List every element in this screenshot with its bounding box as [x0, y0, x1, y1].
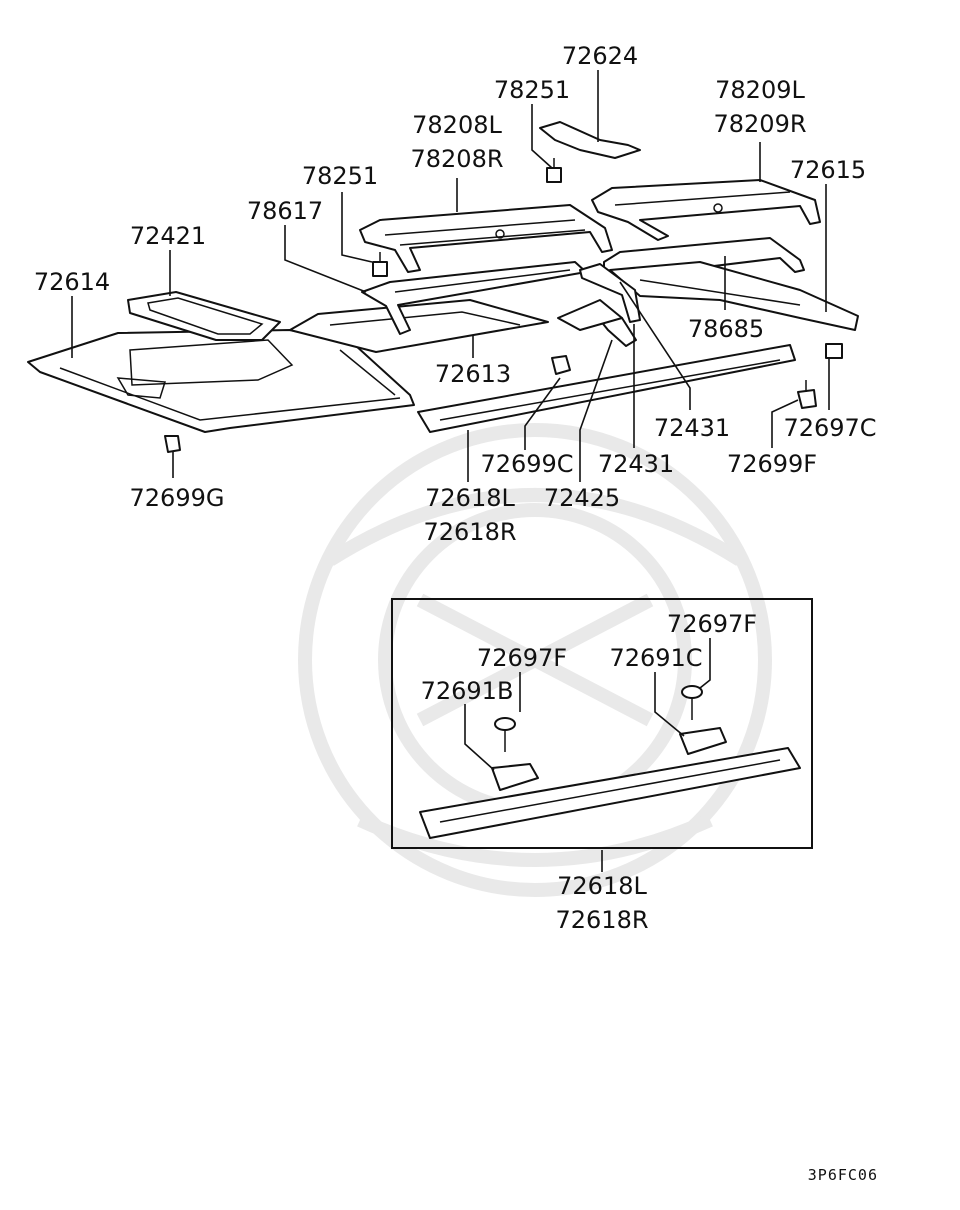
bolt-78251-a [546, 158, 562, 183]
label-72615: 72615 [790, 156, 866, 184]
label-72614: 72614 [34, 268, 110, 296]
label-78617: 78617 [247, 197, 323, 225]
inset-label-72697f-b: 72697F [667, 610, 757, 638]
label-72699g: 72699G [130, 484, 225, 512]
inset-label-72618r: 72618R [555, 906, 648, 934]
sunroof-frame-72421 [127, 291, 281, 341]
clip-72699c [551, 355, 571, 375]
label-72431-b: 72431 [598, 450, 674, 478]
label-78685: 78685 [688, 315, 764, 343]
side-bracket-78208 [359, 204, 613, 273]
inset-bracket-72691b [491, 763, 539, 791]
side-bracket-78209 [591, 179, 821, 241]
label-72431-a: 72431 [654, 414, 730, 442]
inset-frame [391, 598, 813, 849]
inset-label-72618l: 72618L [557, 872, 647, 900]
bracket-72624 [539, 121, 641, 159]
label-78208r: 78208R [410, 145, 503, 173]
leader-lines [71, 70, 830, 482]
label-72425: 72425 [544, 484, 620, 512]
inset-screw-72697f-a [494, 717, 516, 752]
clip-72699f [797, 380, 817, 409]
roof-bow-78617 [361, 261, 587, 335]
label-78208l: 78208L [412, 111, 502, 139]
inset-detail: 72697F 72697F 72691C 72691B [391, 598, 813, 872]
roof-rail-72613 [289, 299, 549, 353]
plate-72425 [557, 299, 623, 331]
label-78209r: 78209R [713, 110, 806, 138]
rear-headlining-72615 [609, 261, 859, 331]
label-72618l: 72618L [425, 484, 515, 512]
inset-screw-72697f-b [681, 685, 703, 720]
label-72618r: 72618R [423, 518, 516, 546]
label-72624: 72624 [562, 42, 638, 70]
inset-leader-lines [464, 638, 711, 872]
label-72697c: 72697C [783, 414, 876, 442]
headlining-72614 [27, 329, 415, 433]
label-78251-a: 78251 [494, 76, 570, 104]
clip-72697c [825, 343, 843, 359]
inset-label-72697f-a: 72697F [477, 644, 567, 672]
label-72699f: 72699F [727, 450, 817, 478]
bolt-78251-b [372, 252, 388, 277]
inset-bracket-72691c [679, 727, 727, 755]
inset-label-72691b: 72691B [421, 677, 514, 705]
label-72613: 72613 [435, 360, 511, 388]
inset-side-rail-72618 [419, 747, 801, 839]
side-rail-72618 [417, 344, 796, 433]
clip-72699g [164, 435, 181, 453]
label-78209l: 78209L [715, 76, 805, 104]
label-78251-b: 78251 [302, 162, 378, 190]
label-72699c: 72699C [480, 450, 573, 478]
inset-label-72691c: 72691C [609, 644, 702, 672]
label-72421: 72421 [130, 222, 206, 250]
diagram-code: 3P6FC06 [808, 1166, 878, 1184]
